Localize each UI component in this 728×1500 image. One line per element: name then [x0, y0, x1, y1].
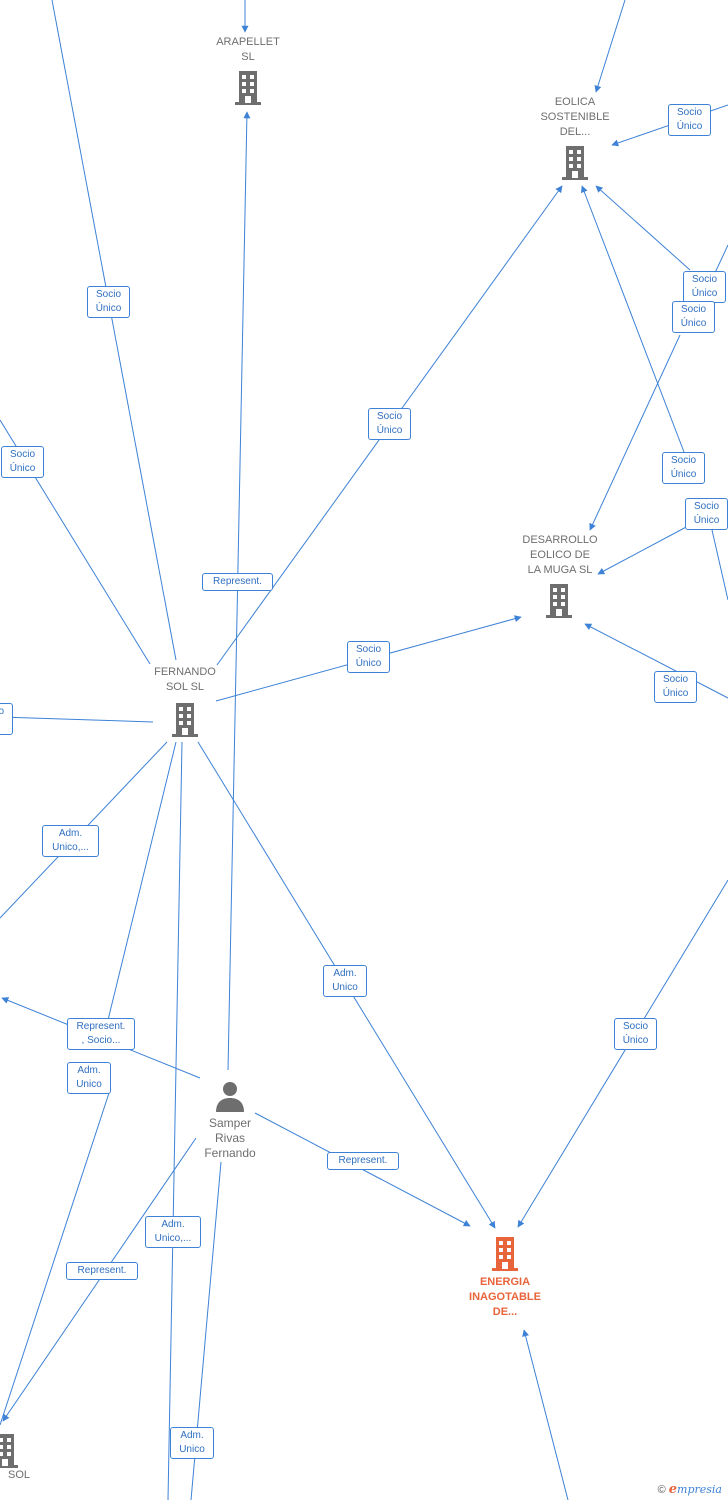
edge-label-represent[interactable]: Represent.: [202, 573, 273, 591]
node-label: INAGOTABLE: [469, 1291, 541, 1303]
person-icon: [216, 1082, 244, 1112]
empresia-watermark: © empresia: [658, 1482, 722, 1497]
node-label: EOLICA: [554, 96, 596, 108]
edge-line: [0, 716, 154, 723]
building-icon: [492, 1237, 518, 1271]
building-icon: [172, 703, 198, 737]
edge-line: [227, 111, 251, 1071]
edge-line: [580, 185, 685, 453]
empresia-logo: empresia: [668, 1482, 722, 1497]
node-label: ENERGIA: [479, 1276, 531, 1288]
edge-line: [107, 741, 177, 1021]
node-label: ARAPELLET: [216, 36, 280, 48]
edge-line: [711, 529, 728, 601]
node-label: SOL: [7, 1469, 30, 1481]
edge-line: [589, 334, 681, 531]
node-label: Samper: [208, 1116, 252, 1130]
node-arapellet[interactable]: ARAPELLET SL: [198, 35, 298, 105]
node-label: DESARROLLO: [522, 534, 598, 546]
edge-line: [594, 0, 626, 93]
node-label: EOLICO DE: [530, 549, 590, 561]
building-icon: [0, 1434, 18, 1468]
building-icon: [235, 71, 261, 105]
node-label: SL: [241, 51, 255, 63]
edge-line: [522, 1329, 569, 1500]
edge-line: [167, 741, 183, 1500]
node-label: Fernando: [204, 1146, 256, 1160]
building-icon: [546, 584, 572, 618]
edge-line: [517, 879, 728, 1228]
node-label: LA MUGA SL: [527, 564, 593, 576]
node-samper-rivas[interactable]: Samper Rivas Fernando: [180, 1080, 280, 1161]
node-label: SOSTENIBLE: [540, 111, 610, 123]
edge-label-represent[interactable]: Represent.: [327, 1152, 399, 1170]
node-label: SOL SL: [165, 681, 205, 693]
node-label: DEL...: [559, 126, 591, 138]
edge-label-adm-unico[interactable]: Adm.Unico: [67, 1062, 111, 1094]
edge-line: [584, 623, 728, 699]
edge-label-socio-unico-partial[interactable]: Socioo: [0, 703, 13, 735]
node-label: Rivas: [214, 1131, 245, 1145]
edge-line: [51, 0, 177, 661]
node-partial-bottom-left[interactable]: SOL: [0, 1428, 30, 1483]
node-eolica-sostenible[interactable]: EOLICA SOSTENIBLE DEL...: [525, 95, 625, 180]
edge-label-represent[interactable]: Represent.: [66, 1262, 138, 1280]
node-label: FERNANDO: [154, 666, 216, 678]
building-icon: [562, 146, 588, 180]
edge-line: [595, 185, 691, 271]
edge-label-adm-unico[interactable]: Adm.Unico,...: [42, 825, 99, 857]
node-fernando-sol[interactable]: FERNANDO SOL SL: [135, 665, 235, 737]
edge-label-adm-unico[interactable]: Adm.Unico: [323, 965, 367, 997]
edge-label-adm-unico[interactable]: Adm.Unico,...: [145, 1216, 201, 1248]
edge-line: [597, 524, 691, 575]
node-desarrollo-eolico[interactable]: DESARROLLO EOLICO DE LA MUGA SL: [505, 533, 615, 618]
node-energia-inagotable[interactable]: ENERGIA INAGOTABLE DE...: [455, 1235, 555, 1320]
copyright-symbol: ©: [657, 1484, 666, 1496]
edge-label-adm-unico[interactable]: Adm.Unico: [170, 1427, 214, 1459]
edge-line: [0, 1089, 111, 1426]
edge-label-represent-socio[interactable]: Represent., Socio...: [67, 1018, 135, 1050]
node-label: DE...: [492, 1306, 518, 1318]
